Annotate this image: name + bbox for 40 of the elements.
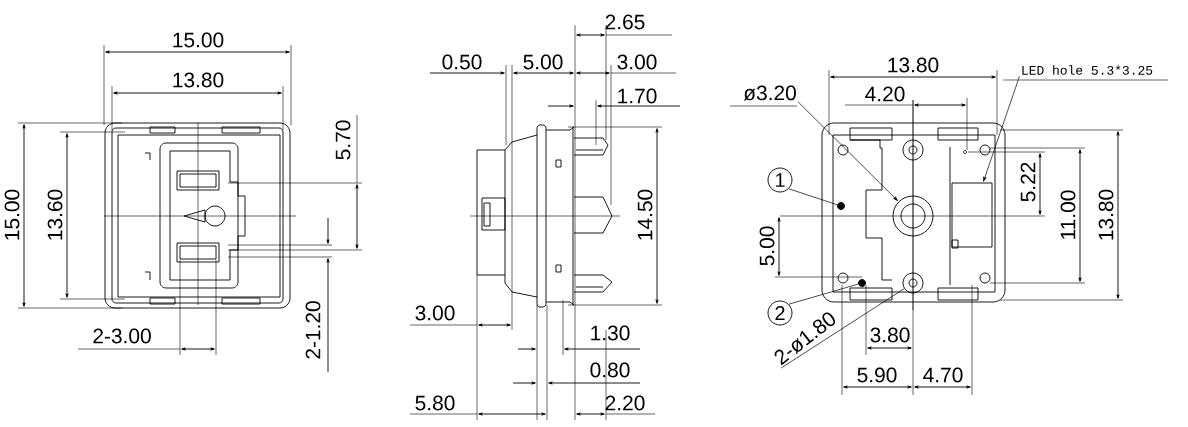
led-hole <box>951 182 993 248</box>
dimension-text: 1.30 <box>591 325 630 341</box>
mounting-hole <box>902 272 924 294</box>
dimension-text: 0.80 <box>590 362 630 378</box>
leader-line <box>788 283 859 305</box>
dimension-text: 2.65 <box>605 14 645 30</box>
dimension-text: 0.50 <box>442 54 482 70</box>
dimension-text: 4.20 <box>865 86 905 102</box>
dimension-text: 1.70 <box>618 88 657 104</box>
callout-text: LED hole 5.3*3.25 <box>1002 65 1169 81</box>
pin <box>837 202 845 210</box>
dimension-text: 14.50 <box>637 189 653 240</box>
dimension-text: 2-1.20 <box>305 301 321 359</box>
callout-text: ø3.20 <box>729 85 798 107</box>
dimension-text: 11.00 <box>1060 190 1076 239</box>
dimension-text: 3.00 <box>415 305 455 321</box>
dimension-text: 13.80 <box>1098 189 1114 240</box>
dimension-text: 5.00 <box>523 54 563 70</box>
dimension-text: 3.80 <box>870 327 910 343</box>
dimension-text: 5.80 <box>415 395 455 411</box>
dimension-text: 13.60 <box>47 189 63 240</box>
dimension-text: 4.70 <box>923 367 963 383</box>
dimension-text: 5.22 <box>1020 162 1036 202</box>
leader-line <box>780 288 905 369</box>
leader-line <box>983 75 1020 182</box>
leader-line <box>788 188 838 206</box>
dimension-text: 5.00 <box>759 226 775 266</box>
dimension-text: 13.80 <box>173 72 224 88</box>
dimension-text: 2-3.00 <box>93 328 151 344</box>
dimension-text: 15.00 <box>173 32 224 48</box>
pin <box>858 279 866 287</box>
dimension-text: 13.80 <box>888 57 939 73</box>
dimension-text: 5.90 <box>857 367 897 383</box>
leader-line <box>797 101 898 202</box>
callout-number: 1 <box>767 167 793 193</box>
dimension-text: 2.20 <box>605 395 645 411</box>
dimension-text: 15.00 <box>4 189 20 240</box>
dimension-text: 5.70 <box>335 120 351 160</box>
center-hole <box>892 195 934 237</box>
dimension-text: 3.00 <box>617 54 657 70</box>
